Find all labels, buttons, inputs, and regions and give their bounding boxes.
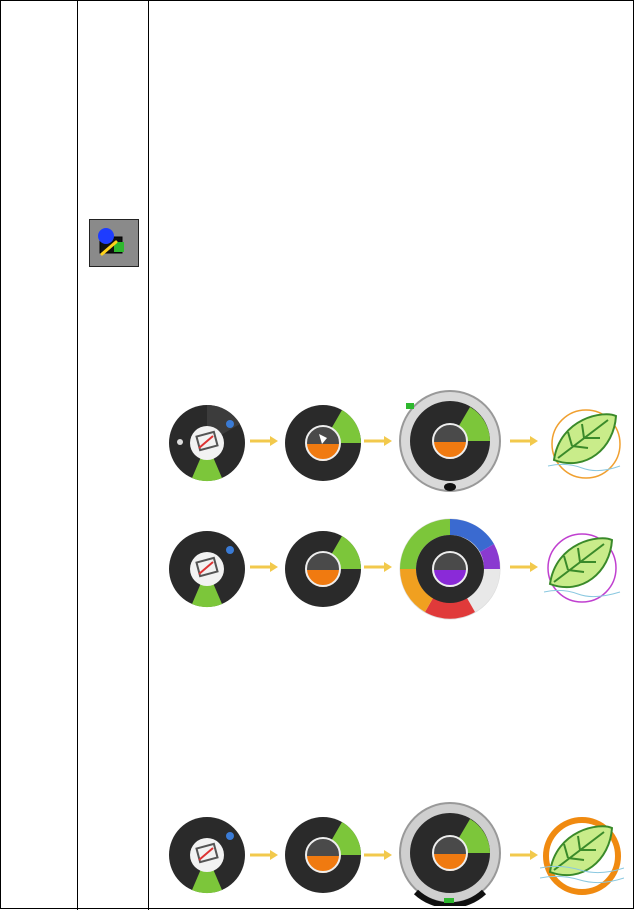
shape-settings-dial[interactable] [396,389,504,493]
flow-arrow [510,850,538,860]
column-divider-1 [77,0,78,910]
flow-arrow [510,562,538,572]
pen-submenu-dial[interactable] [284,530,362,608]
shape-recognition-pen-icon[interactable] [89,219,139,267]
flow-arrow [510,436,538,446]
flow-arrow [250,850,278,860]
flow-arrow [250,436,278,446]
leaf-result-thick [540,817,624,895]
flow-arrow [250,562,278,572]
pen-menu-dial[interactable] [168,404,246,482]
leaf-result-purple [543,533,621,603]
flow-arrow [364,850,392,860]
leaf-result-orange [547,409,621,479]
color-wheel-dial[interactable] [396,516,504,622]
pen-menu-dial[interactable] [168,530,246,608]
flow-arrow [364,562,392,572]
flow-arrow [364,436,392,446]
pen-submenu-dial[interactable] [284,404,362,482]
column-divider-2 [148,0,149,910]
pen-submenu-dial[interactable] [284,816,362,894]
thickness-dial[interactable] [396,800,504,906]
pen-menu-dial[interactable] [168,816,246,894]
